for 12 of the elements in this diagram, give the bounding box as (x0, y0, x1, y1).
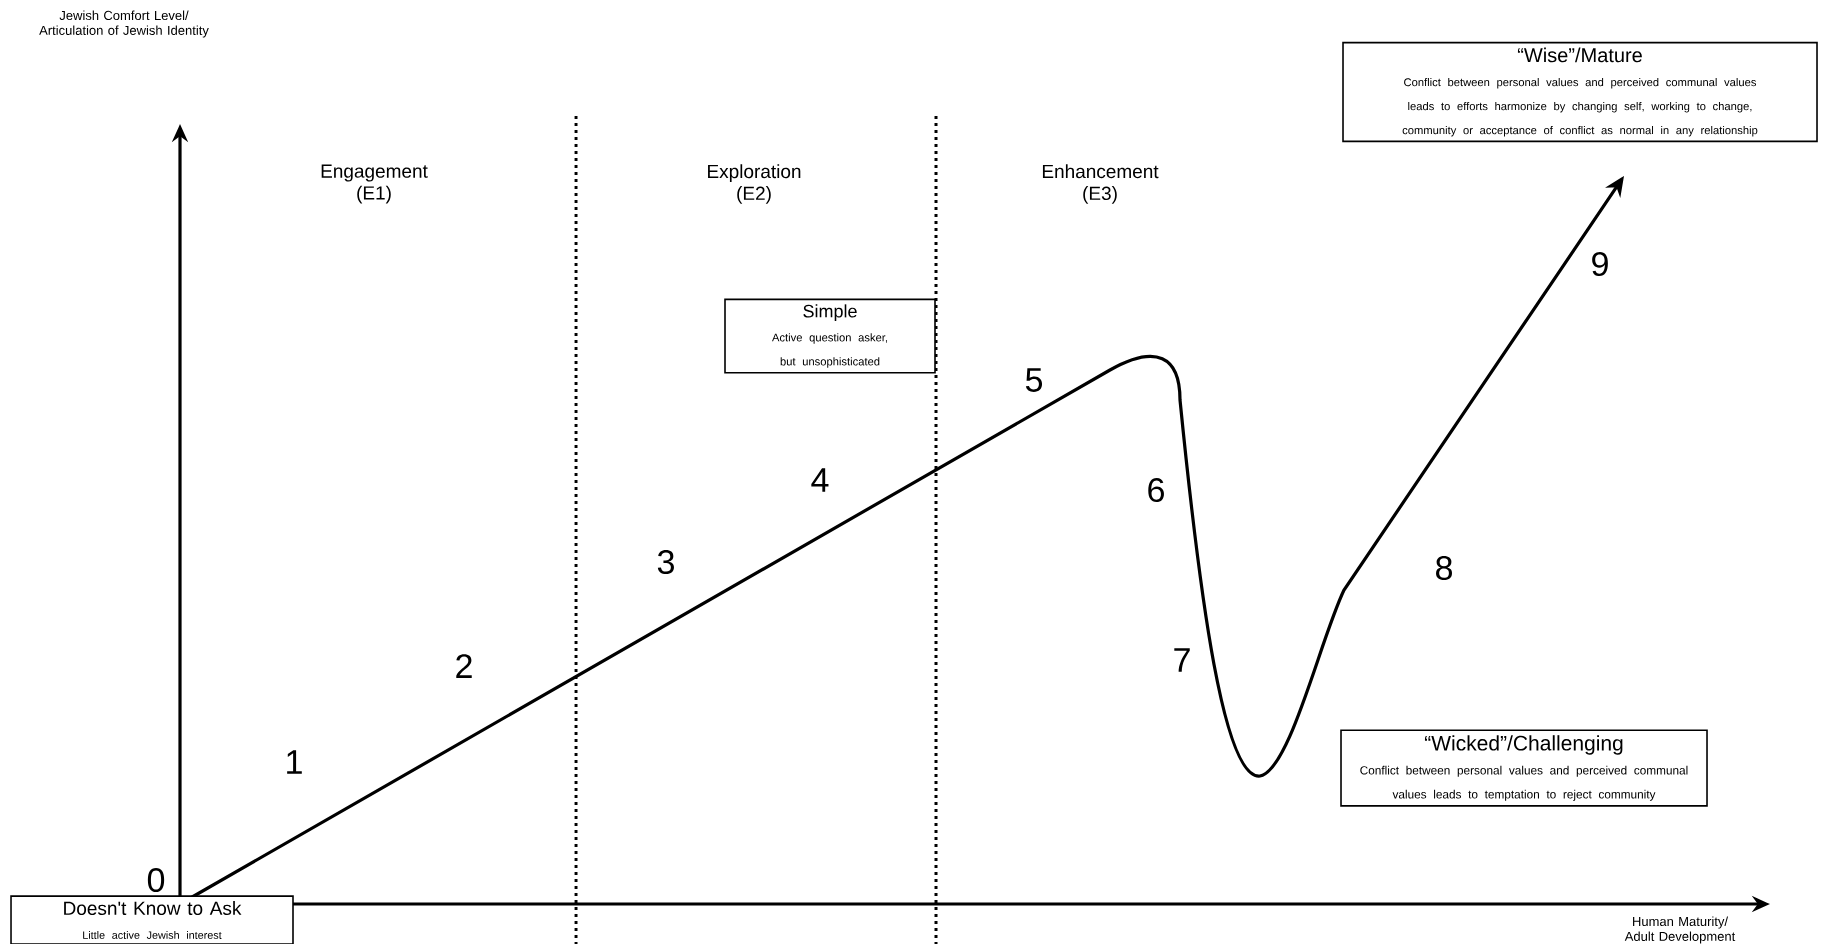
stage-label: Exploration (E2) (708, 164, 801, 204)
stage-label: Engagement (E1) (321, 164, 428, 204)
stage-number: 3 (657, 549, 674, 575)
stage-label: Enhancement (E3) (1042, 164, 1159, 204)
stage-number: 7 (1174, 648, 1190, 672)
stage-number: 9 (1592, 251, 1608, 277)
stage-number: 1 (287, 750, 302, 774)
stage-number: 4 (811, 468, 829, 492)
stage-number: 6 (1148, 477, 1164, 503)
stage-number: 8 (1436, 555, 1452, 581)
stage-number: 5 (1025, 368, 1042, 392)
stage-number: 2 (456, 654, 472, 678)
